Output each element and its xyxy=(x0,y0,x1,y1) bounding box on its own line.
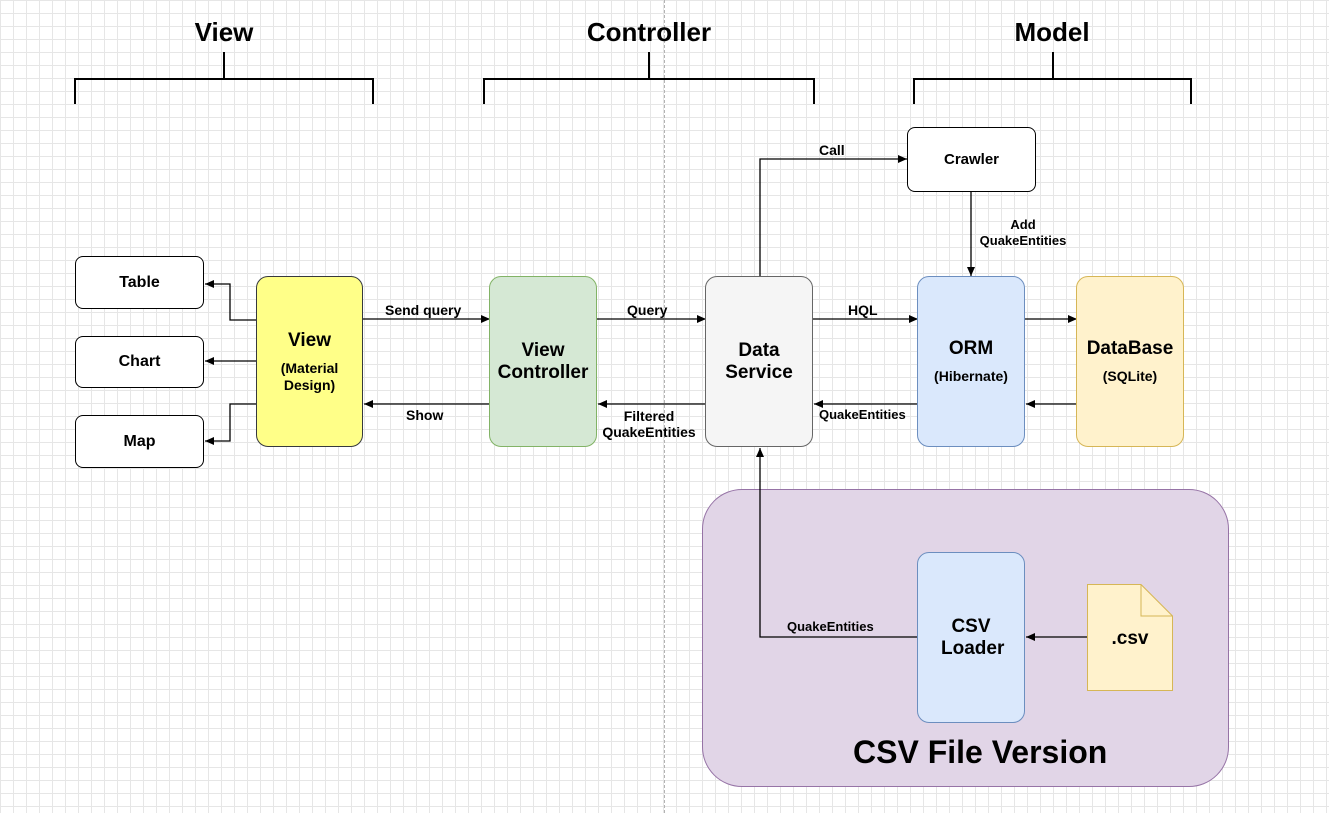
data-service-node[interactable]: Data Service xyxy=(705,276,813,447)
edge-label-add-entities: Add QuakeEntities xyxy=(979,217,1067,248)
edge-label-show: Show xyxy=(406,407,444,423)
center-divider xyxy=(664,0,665,813)
edge-label-hql: HQL xyxy=(848,302,878,318)
csv-file-version-label: CSV File Version xyxy=(853,734,1108,770)
orm-node-title: ORM xyxy=(948,338,994,359)
database-node-subtitle: (SQLite) xyxy=(1102,368,1158,384)
edge-label-filtered-entities: Filtered QuakeEntities xyxy=(602,408,696,440)
edge-loader-to-service xyxy=(756,448,918,638)
layer-title-view: View xyxy=(194,17,254,47)
edge-label-quake-entities: QuakeEntities xyxy=(819,407,906,422)
bracket-controller xyxy=(483,52,815,104)
layer-title-model: Model xyxy=(1014,17,1090,47)
table-node[interactable]: Table xyxy=(75,256,204,309)
view-controller-node[interactable]: View Controller xyxy=(489,276,597,447)
layer-title-controller: Controller xyxy=(586,17,712,47)
view-controller-label: View Controller xyxy=(497,339,589,383)
orm-node-subtitle: (Hibernate) xyxy=(934,368,1008,384)
edge-view-to-map xyxy=(205,403,257,445)
edge-label-query: Query xyxy=(627,302,668,318)
view-node-title: View xyxy=(288,329,331,351)
edge-label-csv-quake-entities: QuakeEntities xyxy=(787,619,874,634)
view-node[interactable]: View (Material Design) xyxy=(256,276,363,447)
csv-file-node[interactable]: .csv xyxy=(1087,584,1173,691)
bracket-model xyxy=(913,52,1192,104)
data-service-label: Data Service xyxy=(725,339,793,383)
edge-label-call: Call xyxy=(819,142,845,158)
database-node-title: DataBase xyxy=(1086,338,1174,359)
document-icon xyxy=(1087,584,1173,691)
view-node-subtitle: (Material Design) xyxy=(280,359,339,393)
orm-node[interactable]: ORM (Hibernate) xyxy=(917,276,1025,447)
database-node[interactable]: DataBase (SQLite) xyxy=(1076,276,1184,447)
edge-label-send-query: Send query xyxy=(385,302,462,318)
bracket-view xyxy=(74,52,374,104)
edge-view-to-table xyxy=(205,280,257,321)
csv-file-label: .csv xyxy=(1111,628,1149,649)
map-node[interactable]: Map xyxy=(75,415,204,468)
csv-loader-label: CSV Loader xyxy=(941,615,1005,659)
edge-call xyxy=(759,155,907,277)
chart-node[interactable]: Chart xyxy=(75,336,204,388)
csv-loader-node[interactable]: CSV Loader xyxy=(917,552,1025,723)
crawler-node[interactable]: Crawler xyxy=(907,127,1036,192)
